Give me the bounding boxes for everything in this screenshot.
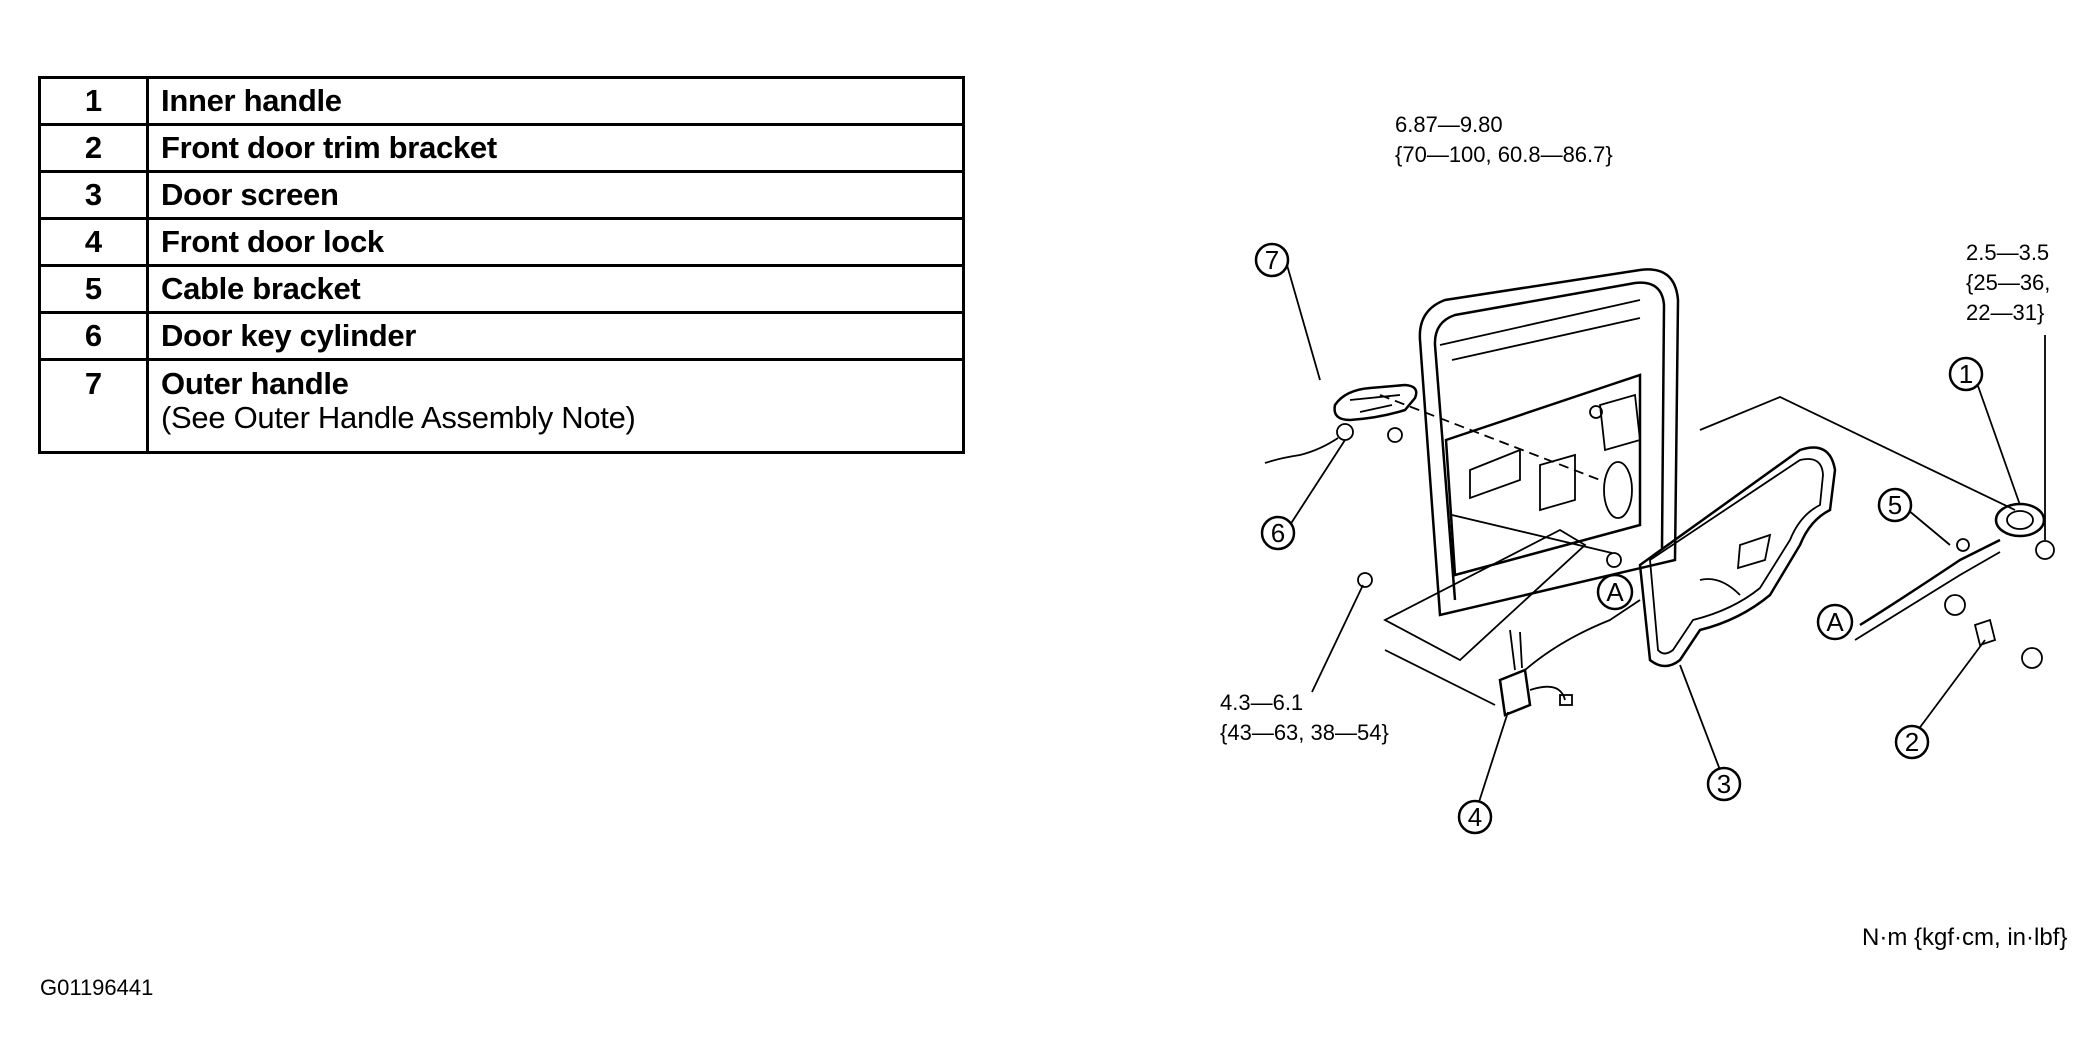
callout-a-right: A: [1816, 603, 1854, 641]
table-row: 4 Front door lock: [38, 217, 965, 267]
outer-handle: [1333, 383, 1418, 422]
torque-spec-right: 2.5—3.5 {25—36, 22—31}: [1966, 240, 2050, 325]
callout-7: 7: [1254, 242, 1290, 278]
callout-6: 6: [1260, 515, 1296, 551]
part-name: Outer handle (See Outer Handle Assembly …: [146, 358, 965, 454]
svg-text:A: A: [1826, 607, 1844, 637]
cable-bracket: [1854, 538, 2001, 641]
part-name: Inner handle: [146, 76, 965, 126]
door-screen: [1638, 446, 1837, 668]
part-number: 3: [38, 170, 149, 220]
callout-2: 2: [1894, 724, 1930, 760]
part-number: 5: [38, 264, 149, 314]
table-row: 7 Outer handle (See Outer Handle Assembl…: [38, 358, 965, 454]
svg-text:1: 1: [1959, 359, 1973, 389]
callout-5: 5: [1877, 487, 1913, 523]
table-row: 5 Cable bracket: [38, 264, 965, 314]
door-frame: [1418, 268, 1680, 617]
svg-text:2: 2: [1905, 727, 1919, 757]
part-number: 6: [38, 311, 149, 361]
units-label: N·m {kgf·cm, in·lbf}: [1862, 924, 2068, 951]
door-key-cylinder: [1264, 423, 1354, 464]
front-door-lock: [1498, 599, 1641, 717]
parts-table: 1 Inner handle 2 Front door trim bracket…: [38, 76, 965, 454]
part-number: 2: [38, 123, 149, 173]
figure-id: G01196441: [40, 975, 154, 1000]
table-row: 2 Front door trim bracket: [38, 123, 965, 173]
part-name: Cable bracket: [146, 264, 965, 314]
svg-text:4.3—6.1: 4.3—6.1: [1220, 690, 1303, 715]
part-number: 4: [38, 217, 149, 267]
svg-text:7: 7: [1265, 245, 1279, 275]
svg-text:A: A: [1606, 577, 1624, 607]
part-name: Door key cylinder: [146, 311, 965, 361]
svg-text:2.5—3.5: 2.5—3.5: [1966, 240, 2049, 265]
callout-1: 1: [1948, 356, 1984, 392]
svg-text:22—31}: 22—31}: [1966, 300, 2044, 325]
part-number: 7: [38, 358, 149, 454]
callout-a-left: A: [1596, 573, 1634, 611]
svg-text:6.87—9.80: 6.87—9.80: [1395, 112, 1503, 137]
part-number: 1: [38, 76, 149, 126]
svg-text:4: 4: [1468, 802, 1482, 832]
table-row: 6 Door key cylinder: [38, 311, 965, 361]
part-name: Front door lock: [146, 217, 965, 267]
svg-text:3: 3: [1717, 769, 1731, 799]
svg-text:{70—100, 60.8—86.7}: {70—100, 60.8—86.7}: [1395, 142, 1613, 167]
table-row: 3 Door screen: [38, 170, 965, 220]
part-name: Front door trim bracket: [146, 123, 965, 173]
part-name-text: Outer handle: [161, 366, 349, 401]
torque-spec-top: 6.87—9.80 {70—100, 60.8—86.7}: [1395, 112, 1613, 167]
table-row: 1 Inner handle: [38, 76, 965, 126]
svg-text:{43—63, 38—54}: {43—63, 38—54}: [1220, 720, 1389, 745]
svg-text:5: 5: [1888, 490, 1902, 520]
trim-bracket: [1973, 618, 2043, 669]
inner-handle: [1994, 502, 2055, 560]
callout-4: 4: [1457, 799, 1493, 835]
svg-text:6: 6: [1271, 518, 1285, 548]
part-note: (See Outer Handle Assembly Note): [161, 400, 636, 435]
torque-spec-left: 4.3—6.1 {43—63, 38—54}: [1220, 690, 1389, 745]
callout-3: 3: [1706, 766, 1742, 802]
part-name: Door screen: [146, 170, 965, 220]
svg-text:{25—36,: {25—36,: [1966, 270, 2050, 295]
